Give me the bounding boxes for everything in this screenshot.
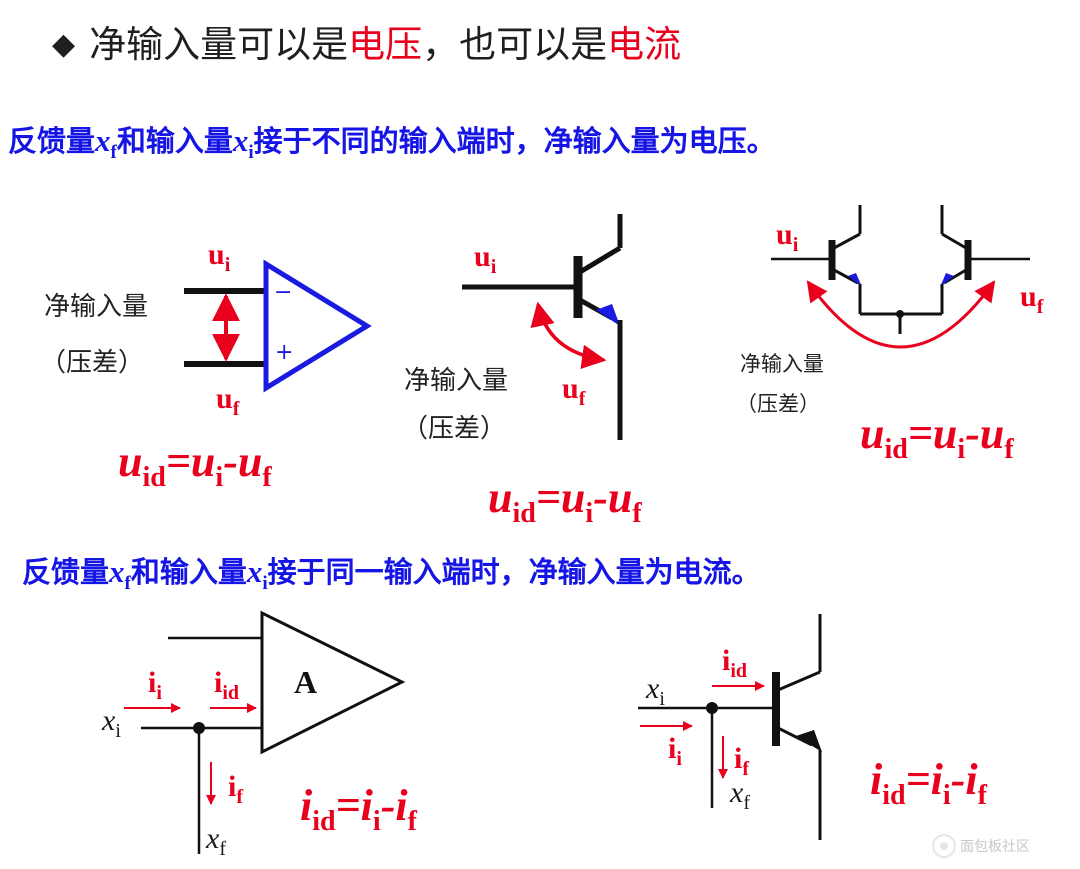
current-equation-2: iid=ii-if bbox=[870, 755, 987, 811]
stmt1-c: 接于不同的输入端时，净输入量为电压。 bbox=[253, 124, 776, 158]
bjt2-if-label: if bbox=[734, 742, 750, 780]
bjt-emitter-arrow bbox=[596, 304, 620, 326]
stmt2-b: 和输入量 bbox=[130, 555, 247, 589]
bjt2-emitter-arrow bbox=[796, 730, 822, 752]
bjt2-iid-label: iid bbox=[722, 644, 748, 682]
bjt2-collector-leg bbox=[777, 670, 821, 692]
diamond-bullet-icon: ◆ bbox=[52, 27, 76, 62]
stmt2-xf: xf bbox=[109, 554, 131, 595]
bjt2-ii-label: ii bbox=[668, 732, 682, 770]
opamp-pressure-diff-label: （压差） bbox=[40, 348, 145, 378]
diff-left-collector-leg bbox=[833, 232, 861, 250]
opamp-plus-sign: + bbox=[275, 340, 294, 365]
opamp-net-input-label: 净输入量 bbox=[44, 292, 149, 322]
diff-right-collector-leg bbox=[941, 232, 967, 250]
watermark-text: 面包板社区 bbox=[960, 839, 1030, 855]
voltage-equation-2: uid=ui-uf bbox=[488, 473, 642, 529]
stmt1-xf: xf bbox=[95, 123, 117, 164]
bjt-pressure-diff-label: （压差） bbox=[402, 414, 507, 444]
diff-pair-diagram bbox=[771, 205, 1030, 349]
diff-pressure-diff-label: （压差） bbox=[736, 392, 820, 416]
current-statement: 反馈量xf和输入量xi接于同一输入端时，净输入量为电流。 bbox=[22, 549, 761, 595]
watermark-logo-icon bbox=[932, 834, 956, 858]
stmt1-xi: xi bbox=[232, 123, 254, 164]
current-equation-1: iid=ii-if bbox=[300, 781, 417, 837]
bjt2-xi-label: xi bbox=[646, 672, 665, 710]
amp-label: A bbox=[294, 664, 318, 700]
stmt1-a: 反馈量 bbox=[8, 124, 96, 158]
diff-net-input-label: 净输入量 bbox=[740, 352, 824, 376]
bjt2-xf-label: xf bbox=[730, 776, 750, 814]
amp-current-diagram bbox=[124, 610, 406, 854]
bjt-ui-label: ui bbox=[474, 240, 497, 278]
diff-net-voltage-arrow bbox=[806, 280, 996, 349]
stmt2-xi: xi bbox=[246, 554, 268, 595]
amp-ii-label: ii bbox=[148, 666, 162, 704]
amp-xi-label: xi bbox=[102, 704, 121, 742]
stmt2-a: 反馈量 bbox=[22, 555, 110, 589]
amp-triangle bbox=[260, 610, 406, 755]
opamp-triangle bbox=[263, 259, 372, 393]
bjt-collector-leg bbox=[578, 245, 622, 275]
amp-iid-label: iid bbox=[214, 666, 240, 704]
voltage-statement: 反馈量xf和输入量xi接于不同的输入端时，净输入量为电压。 bbox=[8, 118, 776, 164]
amp-if-label: if bbox=[228, 770, 244, 808]
page-title: ◆ 净输入量可以是电压，也可以是电流 bbox=[52, 14, 681, 68]
bjt-uf-label: uf bbox=[562, 372, 586, 410]
diff-ui-label: ui bbox=[776, 218, 799, 256]
title-text-2: ，也可以是 bbox=[422, 23, 608, 66]
opamp-ui-label: ui bbox=[208, 238, 231, 276]
opamp-uf-label: uf bbox=[216, 382, 240, 420]
bjt-current-diagram bbox=[638, 614, 822, 840]
voltage-equation-1: uid=ui-uf bbox=[118, 437, 272, 493]
title-red-current: 电流 bbox=[607, 23, 682, 66]
bjt-voltage-diagram bbox=[462, 214, 623, 440]
title-red-voltage: 电压 bbox=[348, 23, 423, 66]
stmt1-b: 和输入量 bbox=[116, 124, 233, 158]
bjt-net-voltage-arrow bbox=[530, 301, 607, 369]
voltage-equation-3: uid=ui-uf bbox=[860, 409, 1014, 465]
stmt2-c: 接于同一输入端时，净输入量为电流。 bbox=[267, 555, 761, 589]
bjt-net-input-label: 净输入量 bbox=[404, 366, 509, 396]
diff-uf-label: uf bbox=[1020, 280, 1044, 318]
opamp-minus-sign: − bbox=[274, 280, 293, 305]
title-text-1: 净输入量可以是 bbox=[89, 23, 349, 66]
opamp-voltage-diagram bbox=[184, 259, 372, 393]
amp-xf-label: xf bbox=[206, 822, 226, 860]
